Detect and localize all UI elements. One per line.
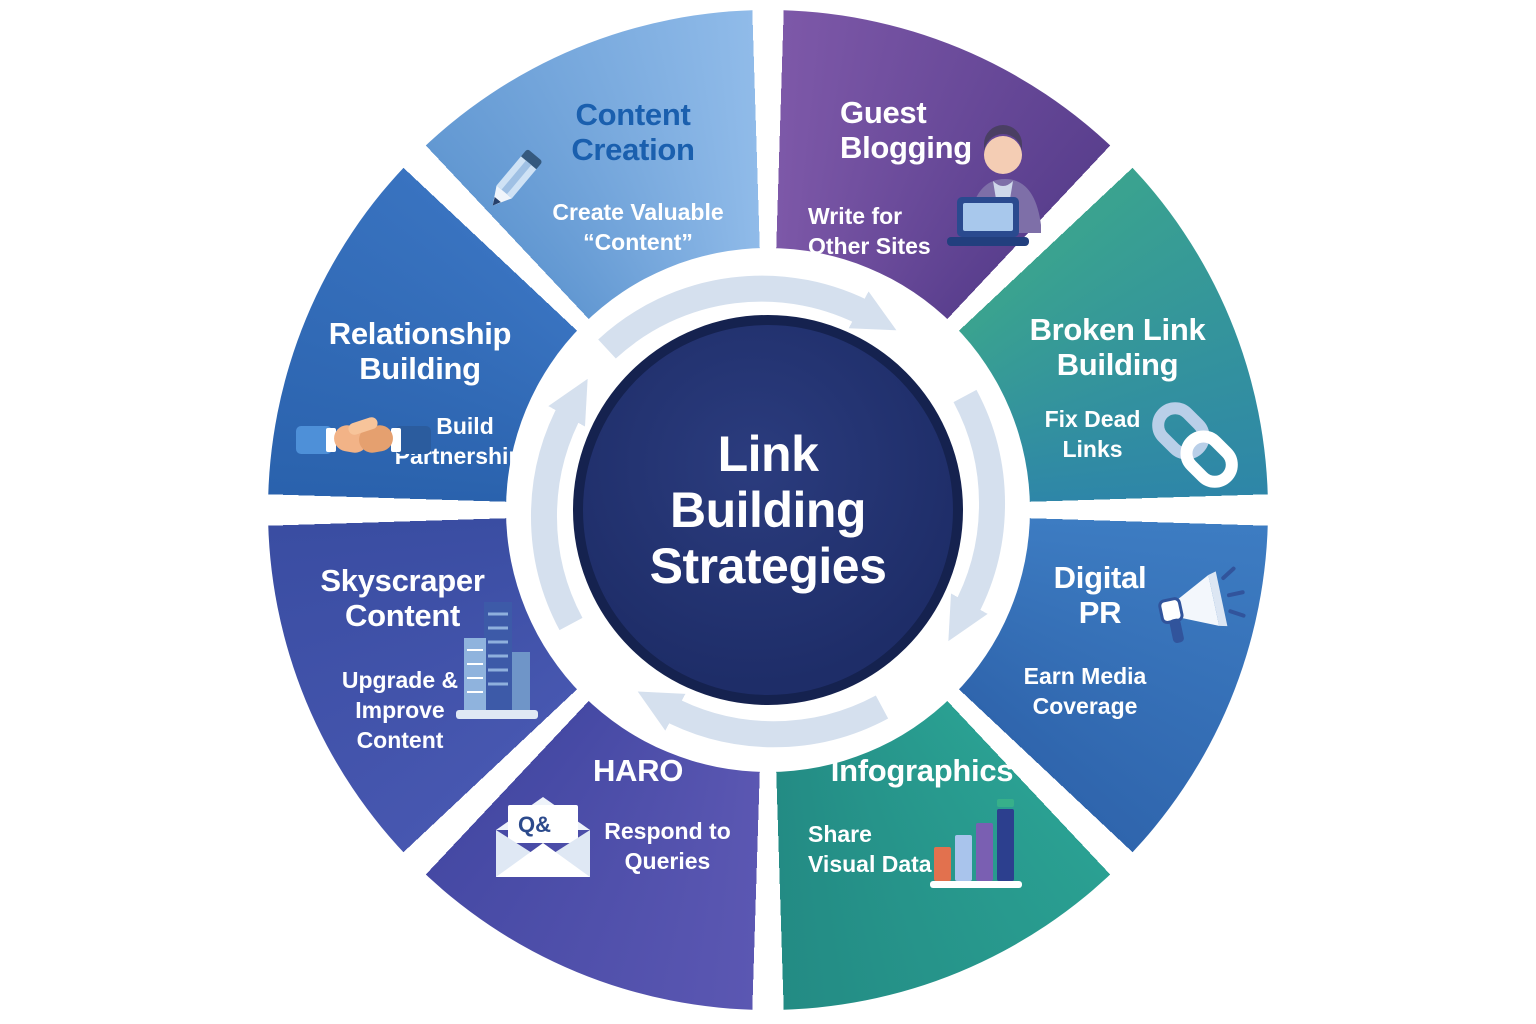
segment-subtitle-infographics: Share Visual Data <box>808 821 932 877</box>
segment-title-digital-pr: Digital PR <box>1053 560 1147 631</box>
center-title-line-2: Building <box>670 482 866 538</box>
center-title-line-1: Link <box>717 426 819 482</box>
segment-subtitle-digital-pr: Earn Media Coverage <box>1023 663 1147 719</box>
segment-subtitle-broken-link-building: Fix Dead Links <box>1044 406 1141 462</box>
segment-subtitle-relationship-building: Build Partnerships <box>394 413 536 469</box>
handshake-icon <box>296 396 431 486</box>
envelope-label: Q& <box>518 812 551 837</box>
segment-title-guest-blogging: Guest Blogging <box>840 95 972 166</box>
building-icon <box>452 596 542 731</box>
segment-subtitle-skyscraper-content: Upgrade & Improve Content <box>341 667 459 753</box>
segment-subtitle-haro: Respond to Queries <box>604 818 731 874</box>
segment-title-relationship-building: Relationship Building <box>328 316 512 387</box>
segment-title-haro: HARO <box>592 753 684 788</box>
segment-title-content-creation: Content Creation <box>571 97 695 168</box>
megaphone-icon <box>1146 566 1251 666</box>
segment-title-broken-link-building: Broken Link Building <box>1029 312 1206 383</box>
chain-icon <box>1138 388 1253 508</box>
segment-title-skyscraper-content: Skyscraper Content <box>320 563 485 634</box>
writer-icon <box>935 125 1065 265</box>
bar-chart-icon <box>928 795 1033 900</box>
pencil-icon <box>465 140 555 235</box>
segment-title-infographics: Infographics <box>830 753 1014 788</box>
segment-subtitle-content-creation: Create Valuable “Content” <box>552 199 724 255</box>
envelope-icon: Q& <box>488 785 598 890</box>
center-title-line-3: Strategies <box>649 538 887 594</box>
center-hub: Link Building Strategies <box>573 315 963 705</box>
segment-subtitle-guest-blogging: Write for Other Sites <box>808 203 931 259</box>
